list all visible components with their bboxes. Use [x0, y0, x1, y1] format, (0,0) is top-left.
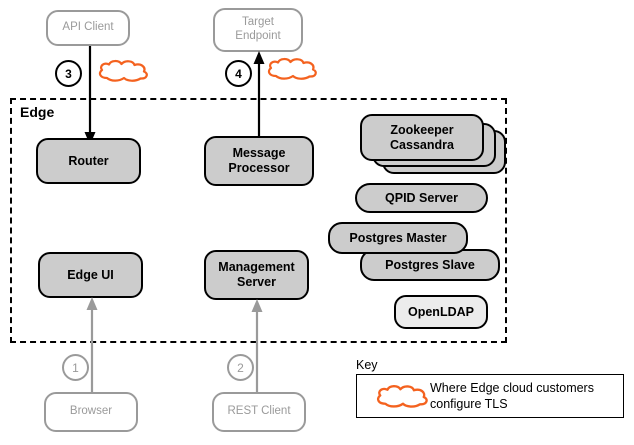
flow-marker-3[interactable]: 3 — [55, 60, 82, 87]
node-browser-label: Browser — [69, 405, 113, 418]
node-rest-client-label: REST Client — [227, 405, 291, 418]
component-group-postgres: Postgres Slave Postgres Master — [328, 222, 500, 284]
component-qpid-server-label: QPID Server — [385, 190, 458, 205]
flow-marker-3-label: 3 — [65, 66, 72, 81]
component-openldap-label: OpenLDAP — [408, 304, 474, 319]
node-api-client[interactable]: API Client — [46, 10, 130, 46]
flow-marker-4[interactable]: 4 — [225, 60, 252, 87]
node-browser[interactable]: Browser — [44, 392, 138, 432]
component-message-processor-label: Message Processor — [228, 146, 290, 175]
connector-browser-to-edge-ui — [86, 297, 98, 392]
node-target-endpoint[interactable]: Target Endpoint — [213, 8, 303, 52]
component-management-server[interactable]: Management Server — [204, 250, 309, 300]
node-target-endpoint-label: Target Endpoint — [235, 16, 281, 42]
component-management-server-label: Management Server — [218, 260, 295, 289]
key-entry-label: Where Edge cloud customers configure TLS — [430, 381, 594, 411]
component-message-processor[interactable]: Message Processor — [204, 136, 314, 186]
component-edge-ui[interactable]: Edge UI — [38, 252, 143, 298]
component-router-label: Router — [68, 153, 109, 168]
flow-marker-1[interactable]: 1 — [62, 354, 89, 381]
component-stack-zookeeper-cassandra: Zookeeper Cassandra — [360, 114, 508, 176]
flow-marker-4-label: 4 — [235, 66, 242, 81]
edge-region-label: Edge — [20, 104, 55, 120]
cloud-icon-key-legend — [376, 385, 428, 408]
component-postgres-master-label: Postgres Master — [349, 230, 447, 245]
flow-marker-1-label: 1 — [72, 360, 79, 375]
component-postgres-slave[interactable]: Postgres Slave — [360, 249, 500, 281]
component-zookeeper-label: Zookeeper — [390, 122, 454, 137]
flow-marker-2[interactable]: 2 — [227, 354, 254, 381]
node-rest-client[interactable]: REST Client — [212, 392, 306, 432]
component-openldap[interactable]: OpenLDAP — [394, 295, 488, 329]
cloud-icon-target-tls — [267, 57, 317, 80]
node-api-client-label: API Client — [62, 21, 114, 34]
connector-rest-client-to-management-server — [251, 299, 263, 394]
key-box — [356, 374, 624, 418]
connector-message-processor-to-target — [253, 51, 265, 150]
component-cassandra-label: Cassandra — [390, 137, 454, 152]
component-qpid-server[interactable]: QPID Server — [355, 183, 488, 213]
component-zookeeper-cassandra[interactable]: Zookeeper Cassandra — [360, 114, 484, 161]
component-router[interactable]: Router — [36, 138, 141, 184]
component-postgres-master[interactable]: Postgres Master — [328, 222, 468, 254]
flow-marker-2-label: 2 — [237, 360, 244, 375]
component-postgres-slave-label: Postgres Slave — [385, 257, 475, 272]
key-title: Key — [356, 358, 378, 372]
cloud-icon-router-tls — [98, 59, 148, 82]
component-edge-ui-label: Edge UI — [67, 267, 114, 282]
